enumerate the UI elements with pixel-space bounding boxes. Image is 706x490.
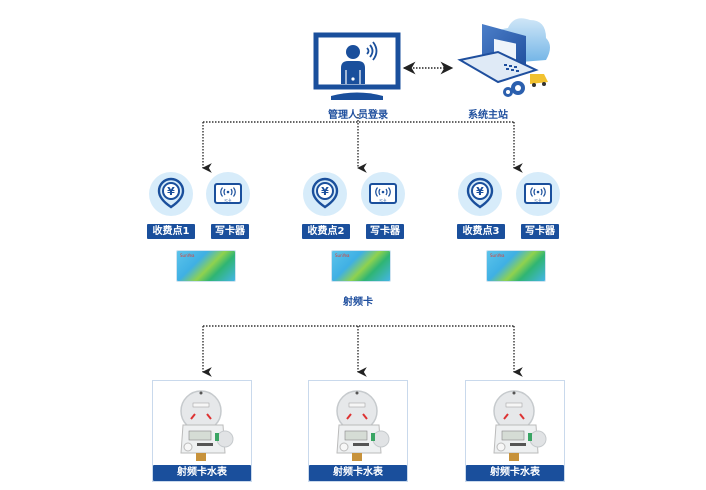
ic-card-text: IC卡 — [225, 198, 232, 203]
cloud-server-icon — [457, 18, 550, 97]
card-brand: SunYea — [180, 253, 195, 258]
rf-card-image: SunYea — [176, 250, 236, 282]
rf-water-meter-label: 射频卡水表 — [309, 465, 407, 481]
admin-login-label: 管理人员登录 — [328, 110, 388, 121]
card-writer-label: 写卡器 — [521, 224, 559, 239]
rf-water-meter-3: 射频卡水表 — [465, 380, 565, 482]
card-writer-label: 写卡器 — [211, 224, 249, 239]
water-meter-icon — [180, 390, 234, 461]
card-writer-label: 写卡器 — [366, 224, 404, 239]
rf-card-label: 射频卡 — [343, 297, 373, 308]
yen-location-icon: ¥ — [311, 177, 339, 209]
svg-text:¥: ¥ — [167, 185, 175, 198]
svg-text:¥: ¥ — [321, 185, 329, 198]
rf-card-image: SunYea — [486, 250, 546, 282]
ic-card-text: IC卡 — [380, 198, 387, 203]
monitor-user-icon — [313, 32, 401, 100]
yen-location-icon: ¥ — [157, 177, 185, 209]
rf-water-meter-label: 射频卡水表 — [153, 465, 251, 481]
card-brand: SunYea — [335, 253, 350, 258]
payment-point-label: 收费点2 — [302, 224, 350, 239]
rfid-reader-icon: IC卡 — [214, 183, 242, 204]
card-brand: SunYea — [490, 253, 505, 258]
yen-location-icon: ¥ — [466, 177, 494, 209]
rfid-reader-icon: IC卡 — [369, 183, 397, 204]
water-meter-icon — [336, 390, 390, 461]
svg-text:¥: ¥ — [476, 185, 484, 198]
ic-card-text: IC卡 — [535, 198, 542, 203]
water-meter-icon — [493, 390, 547, 461]
rf-water-meter-2: 射频卡水表 — [308, 380, 408, 482]
rf-water-meter-1: 射频卡水表 — [152, 380, 252, 482]
payment-point-label: 收费点3 — [457, 224, 505, 239]
payment-point-label: 收费点1 — [147, 224, 195, 239]
rf-water-meter-label: 射频卡水表 — [466, 465, 564, 481]
system-server-label: 系统主站 — [468, 110, 508, 121]
rfid-reader-icon: IC卡 — [524, 183, 552, 204]
rf-card-image: SunYea — [331, 250, 391, 282]
